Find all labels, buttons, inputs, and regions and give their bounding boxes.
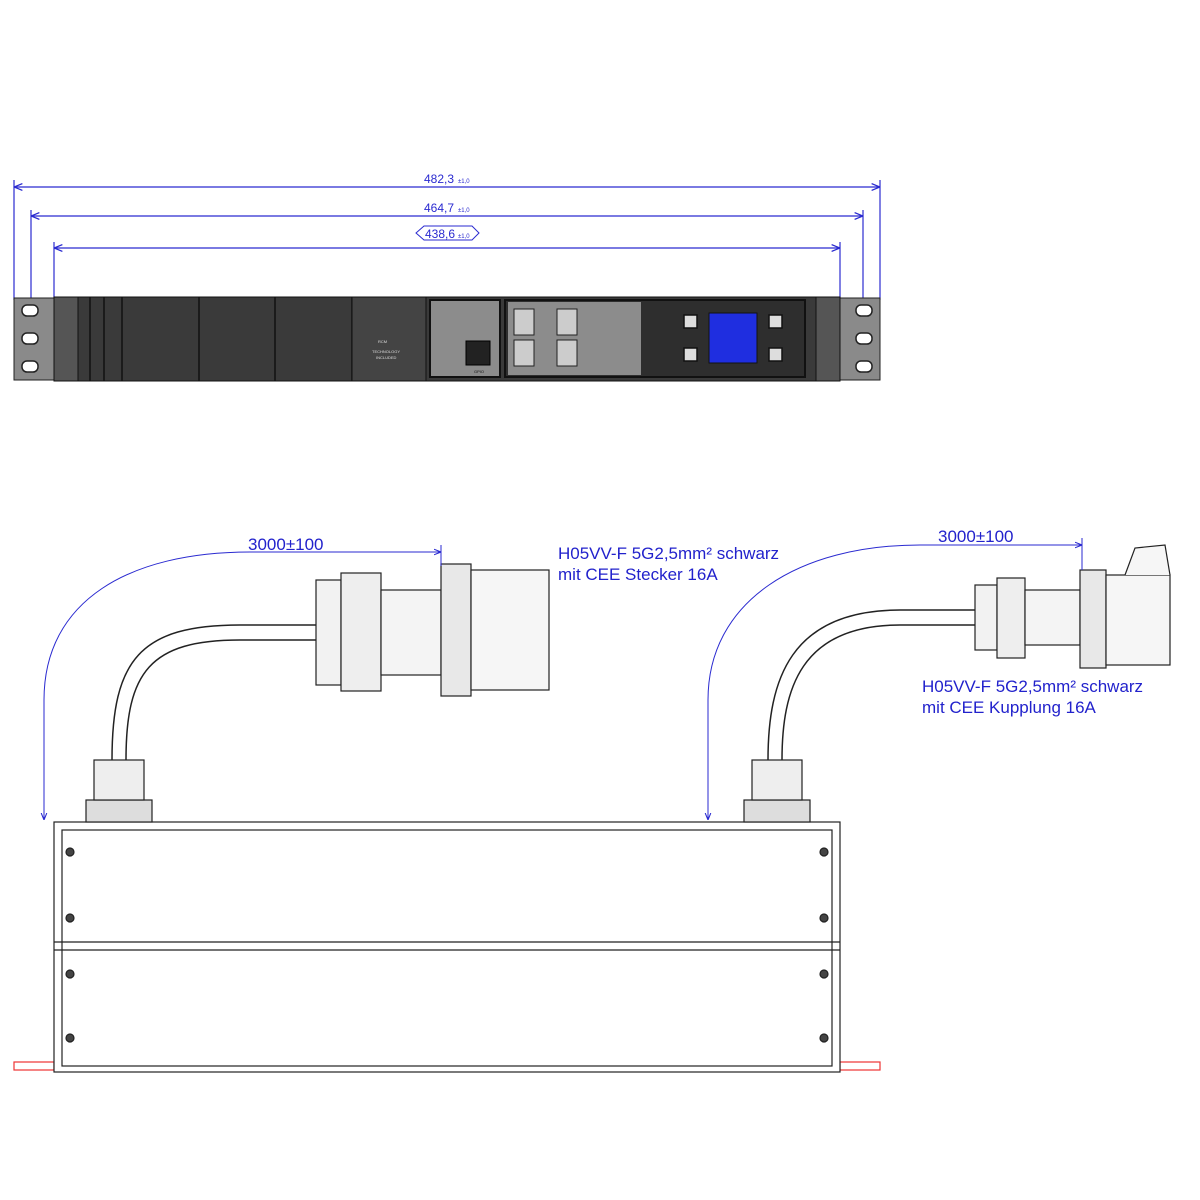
right-connector: mit CEE Kupplung 16A: [922, 698, 1097, 717]
cable-length-dimensions: [44, 538, 1083, 820]
right-cable-length: 3000±100: [938, 527, 1014, 546]
dimension-lines: [13, 180, 881, 300]
rcm-label: RCM: [378, 339, 387, 344]
left-connector: mit CEE Stecker 16A: [558, 565, 718, 584]
control-buttons: [683, 314, 783, 362]
left-cable-spec: H05VV-F 5G2,5mm² schwarz: [558, 544, 779, 563]
pdu-front-view: RCM TECHNOLOGY INCLUDED GPIO: [13, 296, 881, 382]
gpio-label: GPIO: [474, 369, 484, 374]
tol-464: ±1,0: [458, 208, 470, 214]
dim-438: 438,6: [425, 227, 455, 241]
network-ports: [513, 308, 578, 367]
right-cable-spec: H05VV-F 5G2,5mm² schwarz: [922, 677, 1143, 696]
pdu-top-view: [13, 544, 1171, 1073]
display-screen: [708, 312, 758, 364]
tol-438: ±1,0: [458, 234, 470, 240]
rack-ears: [21, 304, 873, 373]
left-cable-length: 3000±100: [248, 535, 324, 554]
dim-482: 482,3: [424, 172, 454, 186]
gpio-port: [465, 340, 491, 366]
dim-464: 464,7: [424, 201, 454, 215]
technology-label: TECHNOLOGY: [372, 349, 400, 354]
tol-482: ±1,0: [458, 179, 470, 185]
included-label: INCLUDED: [376, 355, 397, 360]
